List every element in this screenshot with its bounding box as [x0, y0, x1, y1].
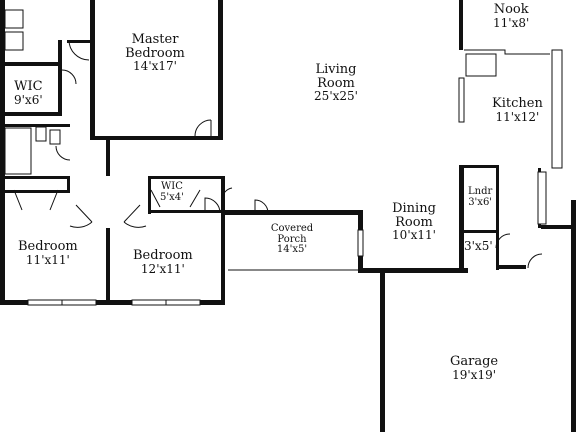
master-bedroom-label: Master Bedroom 14'x17' [110, 33, 200, 73]
garage-label: Garage 19'x19' [450, 355, 498, 381]
master-bedroom-name: Master Bedroom [125, 32, 185, 61]
bedroom-1-name: Bedroom [18, 239, 78, 254]
dining-room-name: Dining Room [392, 201, 436, 230]
closet-label: 3'x5' [464, 240, 493, 253]
nook-dims: 11'x8' [493, 15, 530, 30]
master-bedroom-dims: 14'x17' [133, 59, 177, 74]
wic-1-label: WIC 9'x6' [14, 80, 43, 106]
wic-2-dims: 5'x4' [160, 191, 184, 203]
bedroom-2-dims: 12'x11' [140, 261, 185, 276]
covered-porch-name: Covered Porch [270, 223, 314, 245]
bedroom-2-label: Bedroom 12'x11' [133, 249, 193, 275]
nook-label: Nook 11'x8' [493, 3, 529, 29]
wic-1-name: WIC [14, 79, 43, 94]
kitchen-label: Kitchen 11'x12' [492, 97, 543, 123]
laundry-dims: 3'x6' [468, 196, 493, 208]
wic-2-label: WIC 5'x4' [160, 181, 184, 203]
bedroom-2-name: Bedroom [133, 248, 193, 263]
laundry-name: Lndr [468, 186, 493, 197]
garage-dims: 19'x19' [452, 367, 497, 382]
wic-2-name: WIC [160, 181, 183, 192]
fixtures [4, 9, 550, 271]
doors [13, 39, 543, 269]
wic-1-dims: 9'x6' [14, 92, 43, 107]
garage-name: Garage [450, 354, 499, 369]
windows [27, 49, 563, 306]
dining-room-label: Dining Room 10'x11' [388, 202, 440, 242]
kitchen-dims: 11'x12' [495, 109, 540, 124]
living-room-label: Living Room 25'x25' [306, 63, 366, 103]
covered-porch-dims: 14'x5' [276, 244, 308, 255]
living-room-name: Living Room [315, 62, 357, 91]
dining-room-dims: 10'x11' [392, 228, 436, 243]
kitchen-name: Kitchen [492, 96, 543, 111]
closet-dims: 3'x5' [464, 239, 493, 253]
laundry-label: Lndr 3'x6' [468, 186, 493, 208]
living-room-dims: 25'x25' [314, 89, 358, 104]
bedroom-1-dims: 11'x11' [25, 252, 70, 267]
covered-porch-label: Covered Porch 14'x5' [262, 223, 322, 256]
nook-name: Nook [493, 2, 529, 17]
bedroom-1-label: Bedroom 11'x11' [18, 240, 78, 266]
